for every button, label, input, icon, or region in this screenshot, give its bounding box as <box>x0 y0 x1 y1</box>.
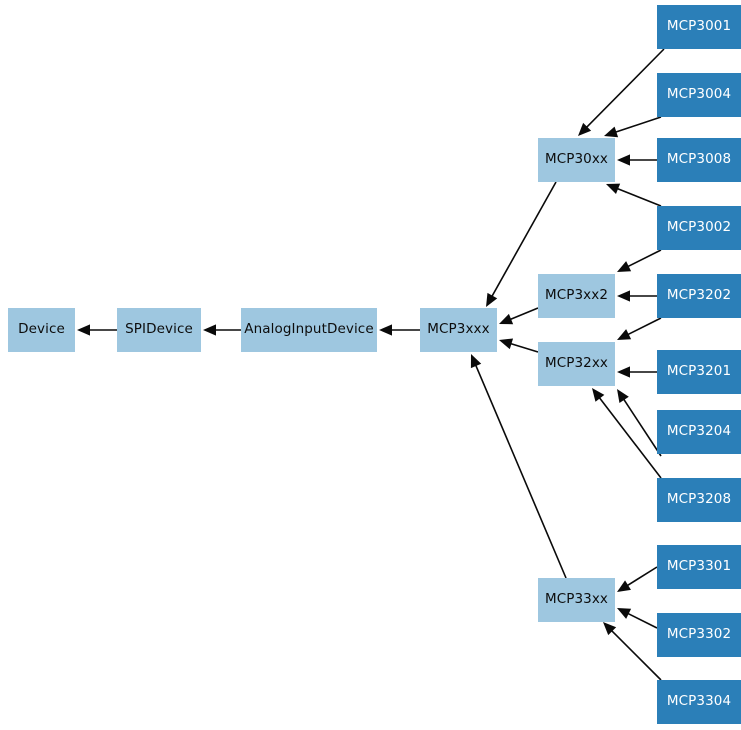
edge-arrowhead <box>499 338 514 350</box>
inheritance-edge-mcp33xx-to-mcp3xxx <box>470 354 567 579</box>
edge-arrowhead <box>617 329 632 340</box>
edge-arrowhead <box>603 622 617 636</box>
edge-arrowhead <box>470 354 482 369</box>
class-node-label: MCP3204 <box>666 423 732 440</box>
edge-arrowhead <box>617 261 632 272</box>
class-node-label: SPIDevice <box>125 321 193 338</box>
inheritance-edge-mcp32xx-to-mcp3xxx <box>499 338 539 353</box>
edge-arrowhead <box>203 324 216 336</box>
class-node-mcp3302[interactable]: MCP3302 <box>657 613 741 657</box>
class-node-label: MCP3xxx <box>427 321 490 338</box>
inheritance-edge-mcp3202-to-mcp3xx2 <box>617 290 657 302</box>
class-node-mcp3002[interactable]: MCP3002 <box>657 206 741 250</box>
class-node-mcp3204[interactable]: MCP3204 <box>657 410 741 454</box>
edge-line <box>625 566 658 587</box>
class-node-label: MCP3001 <box>666 18 732 35</box>
inheritance-edge-mcp3201-to-mcp32xx <box>617 366 657 378</box>
class-node-label: MCP30xx <box>544 151 609 168</box>
inheritance-edge-mcp3xxx-to-analoginput <box>379 324 420 336</box>
edge-arrowhead <box>499 313 514 325</box>
class-node-mcp3202[interactable]: MCP3202 <box>657 274 741 318</box>
edge-arrowhead <box>617 154 630 166</box>
edge-line <box>610 629 662 681</box>
class-node-label: MCP3004 <box>666 86 732 103</box>
class-node-label: MCP3208 <box>666 491 732 508</box>
class-node-label: MCP3301 <box>666 558 732 575</box>
edge-line <box>474 363 567 579</box>
class-node-mcp3xx2[interactable]: MCP3xx2 <box>538 274 615 318</box>
class-node-mcp3304[interactable]: MCP3304 <box>657 680 741 724</box>
edge-arrowhead <box>617 608 632 619</box>
edge-arrowhead <box>617 389 629 403</box>
edge-line <box>598 396 662 479</box>
class-node-label: MCP3xx2 <box>544 287 609 304</box>
class-node-label: AnalogInputDevice <box>244 321 374 338</box>
inheritance-edge-mcp3202-to-mcp32xx <box>617 317 662 340</box>
edge-arrowhead <box>592 388 605 402</box>
class-node-mcp3201[interactable]: MCP3201 <box>657 350 741 394</box>
class-node-label: MCP3008 <box>666 151 732 168</box>
inheritance-edge-mcp3001-to-mcp30xx <box>578 48 665 136</box>
inheritance-edge-mcp3002-to-mcp3xx2 <box>617 249 662 272</box>
edge-arrowhead <box>379 324 392 336</box>
inheritance-edge-mcp3xx2-to-mcp3xxx <box>499 307 539 325</box>
edge-line <box>585 48 665 129</box>
class-node-label: MCP3201 <box>666 363 732 380</box>
edge-arrowhead <box>617 290 630 302</box>
inheritance-edge-mcp3304-to-mcp33xx <box>603 622 662 681</box>
edge-line <box>622 397 662 457</box>
class-node-mcp3008[interactable]: MCP3008 <box>657 138 741 182</box>
class-node-label: Device <box>18 321 65 338</box>
edge-arrowhead <box>486 292 498 307</box>
class-node-mcp3xxx[interactable]: MCP3xxx <box>420 308 497 352</box>
inheritance-edge-mcp3204-to-mcp32xx <box>617 389 662 457</box>
edge-arrowhead <box>578 122 592 136</box>
class-node-label: MCP3202 <box>666 287 732 304</box>
inheritance-edge-mcp3008-to-mcp30xx <box>617 154 657 166</box>
inheritance-edge-mcp3004-to-mcp30xx <box>604 116 662 138</box>
class-node-mcp33xx[interactable]: MCP33xx <box>538 578 615 622</box>
inheritance-edge-spidevice-to-device <box>77 324 117 336</box>
edge-arrowhead <box>606 183 621 195</box>
inheritance-edge-mcp3302-to-mcp33xx <box>617 608 658 629</box>
class-node-mcp3208[interactable]: MCP3208 <box>657 478 741 522</box>
edge-arrowhead <box>617 580 631 592</box>
class-node-mcp30xx[interactable]: MCP30xx <box>538 138 615 182</box>
edge-arrowhead <box>604 126 619 138</box>
class-node-label: MCP3002 <box>666 219 732 236</box>
inheritance-edge-mcp3301-to-mcp33xx <box>617 566 658 592</box>
class-node-device[interactable]: Device <box>8 308 75 352</box>
edge-line <box>626 317 662 336</box>
edge-line <box>615 187 662 207</box>
class-node-spidevice[interactable]: SPIDevice <box>117 308 201 352</box>
edge-arrowhead <box>77 324 90 336</box>
class-node-label: MCP33xx <box>544 591 609 608</box>
edge-line <box>509 342 539 353</box>
edge-line <box>614 116 662 134</box>
class-node-mcp3001[interactable]: MCP3001 <box>657 5 741 49</box>
inheritance-edge-mcp3002-to-mcp30xx <box>606 183 662 207</box>
edge-line <box>508 307 539 321</box>
edge-arrowhead <box>617 366 630 378</box>
class-node-label: MCP3304 <box>666 693 732 710</box>
class-node-label: MCP3302 <box>666 626 732 643</box>
class-node-mcp3004[interactable]: MCP3004 <box>657 73 741 117</box>
inheritance-edge-mcp3208-to-mcp32xx <box>592 388 662 479</box>
class-node-analoginput[interactable]: AnalogInputDevice <box>241 308 377 352</box>
inheritance-edge-analoginput-to-spidevice <box>203 324 241 336</box>
class-node-mcp32xx[interactable]: MCP32xx <box>538 342 615 386</box>
edge-line <box>626 612 658 629</box>
class-node-mcp3301[interactable]: MCP3301 <box>657 545 741 589</box>
edge-line <box>626 249 662 268</box>
class-node-label: MCP32xx <box>544 355 609 372</box>
